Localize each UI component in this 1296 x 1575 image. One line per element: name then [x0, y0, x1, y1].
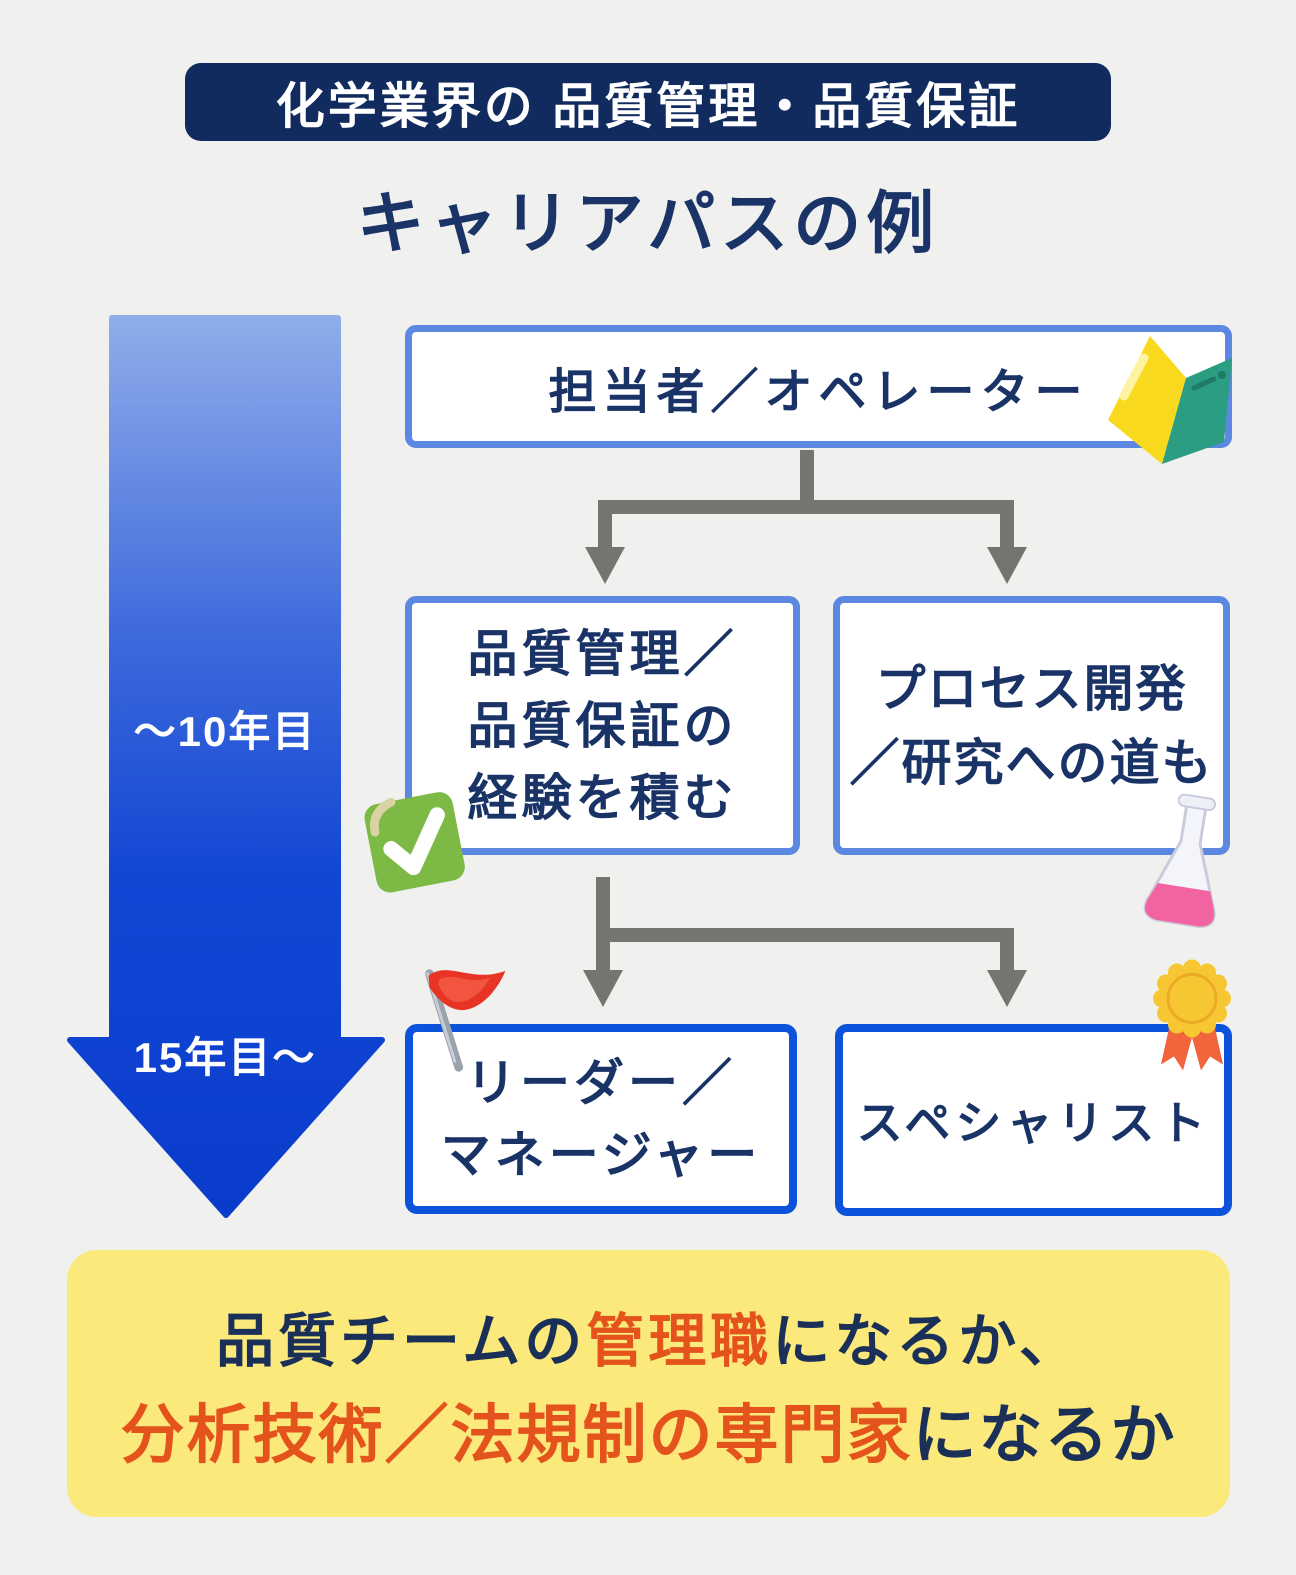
flow-box-process-research: プロセス開発 ／研究への道も	[833, 596, 1230, 855]
connector1-left-vbar	[598, 500, 612, 548]
timeline-label-15-years: 15年目～	[133, 1034, 317, 1081]
flow-box-qc-qa-experience: 品質管理／ 品質保証の 経験を積む	[405, 596, 800, 855]
process-research-line1: プロセス開発	[875, 660, 1188, 717]
flow-box-leader-manager: リーダー／ マネージャー	[405, 1024, 797, 1214]
timeline-down-arrow-icon	[60, 308, 390, 1223]
red-flag-icon	[410, 966, 522, 1078]
connector1-stub	[800, 450, 814, 512]
note-line1-orange: 管理職	[586, 1309, 773, 1374]
header-badge-label: 化学業界の 品質管理・品質保証	[275, 79, 1021, 134]
connector1-hbar	[598, 500, 1014, 514]
timeline-label-10-years: ～10年目	[133, 708, 317, 755]
page-title: キャリアパスの例	[356, 186, 940, 262]
bottom-note-panel: 品質チームの管理職になるか、 分析技術／法規制の専門家になるか	[67, 1250, 1230, 1517]
qc-qa-line2: 品質保証の	[467, 697, 738, 754]
qc-qa-line1: 品質管理／	[467, 625, 738, 682]
flow-box-operator-label: 担当者／オペレーター	[548, 365, 1089, 419]
connector2-hbar	[596, 928, 1014, 942]
connector2-right-arrowhead-icon	[987, 970, 1027, 1007]
connector2-left-arrowhead-icon	[583, 970, 623, 1007]
bottom-note-line2: 分析技術／法規制の専門家になるか	[67, 1384, 1230, 1476]
bottom-note-line1: 品質チームの管理職になるか、	[67, 1294, 1230, 1378]
check-mark-icon	[358, 786, 470, 898]
connector2-right-vbar	[1000, 928, 1014, 972]
note-line1-navy-start: 品質チームの	[215, 1309, 587, 1374]
award-medal-icon	[1142, 956, 1242, 1082]
connector1-right-arrowhead-icon	[987, 547, 1027, 584]
note-line2-navy: になるか	[912, 1399, 1177, 1471]
process-research-line2: ／研究への道も	[849, 734, 1214, 791]
open-book-icon	[1104, 334, 1234, 479]
erlenmeyer-flask-icon	[1136, 792, 1242, 937]
connector2-left-vbar	[596, 877, 610, 972]
connector1-left-arrowhead-icon	[585, 547, 625, 584]
connector1-right-vbar	[1000, 500, 1014, 548]
header-badge: 化学業界の 品質管理・品質保証	[185, 63, 1111, 141]
note-line2-orange: 分析技術／法規制の専門家	[120, 1399, 913, 1471]
specialist-label: スペシャリスト	[856, 1097, 1211, 1149]
qc-qa-line3: 経験を積む	[467, 769, 738, 826]
leader-manager-line1: リーダー／	[466, 1055, 736, 1111]
leader-manager-line2: マネージャー	[440, 1127, 762, 1183]
note-line1-navy-end: になるか、	[772, 1309, 1082, 1374]
